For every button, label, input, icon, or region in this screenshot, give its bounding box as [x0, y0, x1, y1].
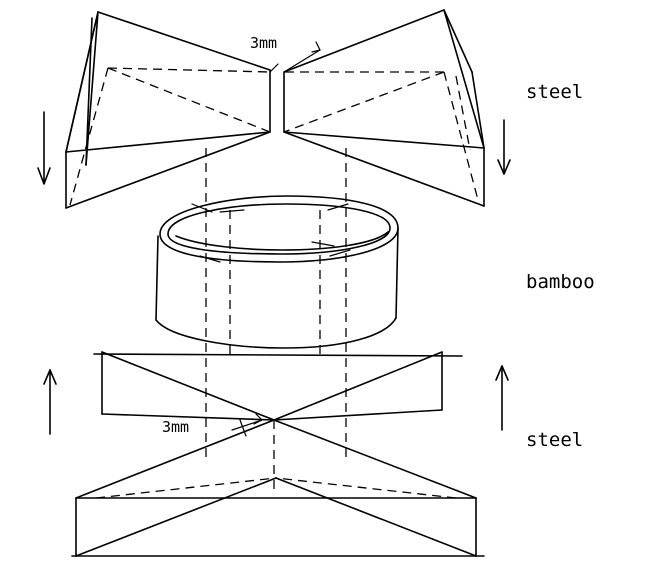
top-steel-block: 3mm [65, 9, 485, 209]
top-steel-label: steel [526, 81, 583, 103]
bamboo-ring [155, 195, 399, 349]
top-right-wedge [283, 9, 485, 207]
bottom-upper-wedge [93, 351, 463, 421]
bottom-left-arrow-icon [43, 369, 57, 435]
bamboo-label: bamboo [526, 271, 595, 293]
top-left-arrow-icon [37, 111, 51, 185]
bottom-steel-block: 3mm [71, 351, 485, 557]
bottom-lower-wedge [71, 419, 485, 557]
top-gap-dimension: 3mm [250, 34, 321, 73]
bottom-steel-label: steel [526, 429, 583, 451]
bottom-gap-dimension: 3mm [162, 413, 264, 437]
top-left-wedge [65, 11, 271, 209]
bottom-right-arrow-icon [495, 365, 509, 431]
top-right-arrow-icon [497, 119, 511, 175]
bottom-gap-label: 3mm [162, 418, 189, 436]
top-gap-label: 3mm [250, 34, 277, 52]
